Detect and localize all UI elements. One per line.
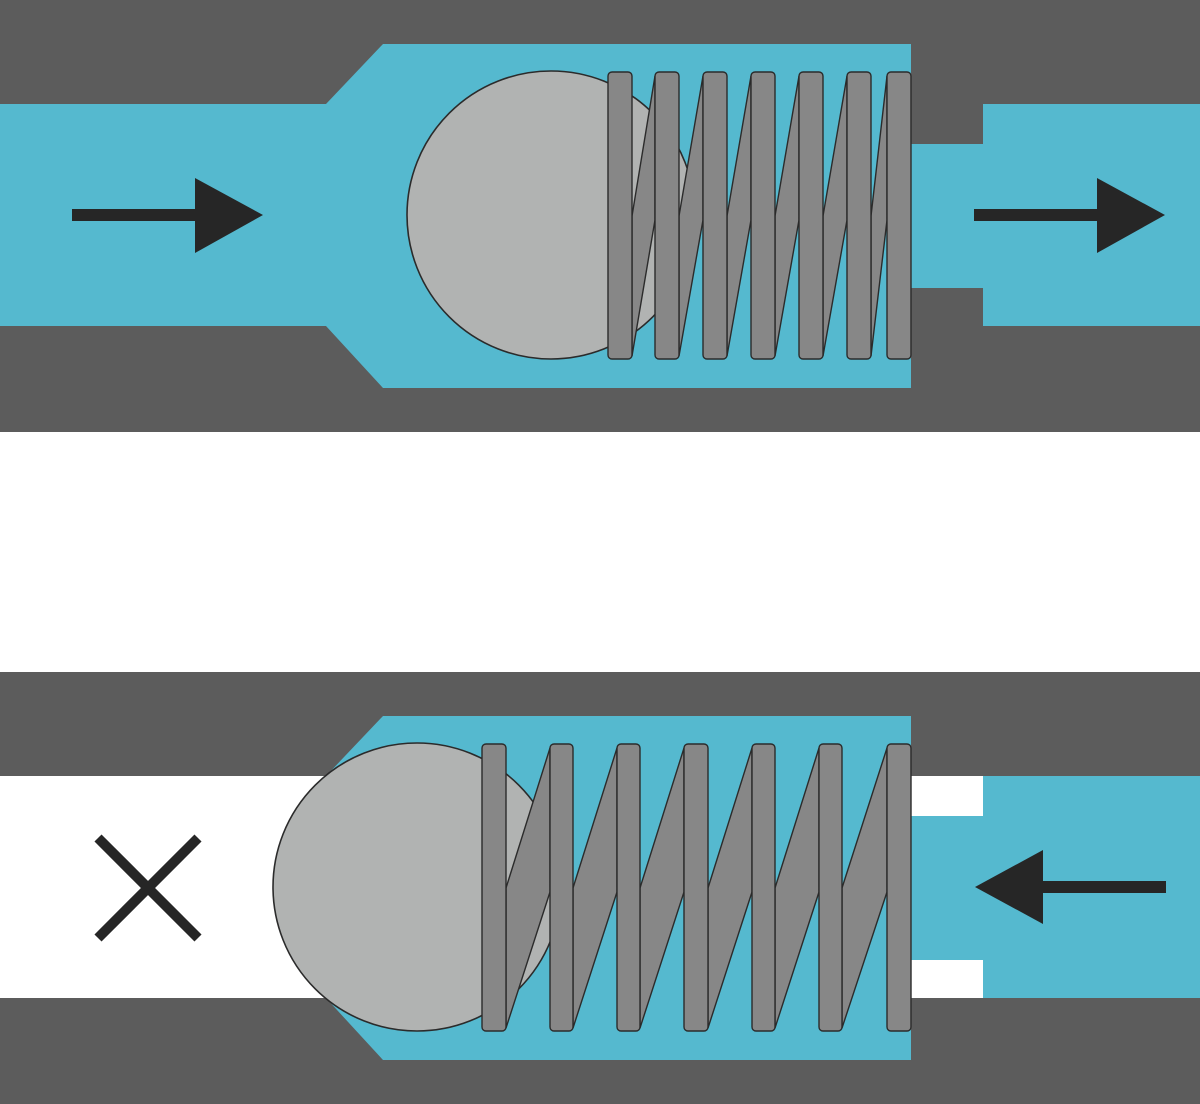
spring-coil: [751, 743, 776, 1032]
valve-open-panel: [0, 0, 1200, 432]
flow-arrow-right-icon: [974, 178, 1165, 253]
valve-closed-panel: [0, 672, 1200, 1104]
spring-coil: [846, 71, 872, 360]
spring-coil: [886, 743, 912, 1032]
cross-icon: [94, 834, 202, 942]
spring-coil: [549, 743, 574, 1032]
spring-coil: [616, 743, 641, 1032]
flow-arrow-right-icon: [72, 178, 263, 253]
spring-coil: [818, 743, 843, 1032]
spring-coil: [750, 71, 776, 360]
spring: [607, 71, 912, 360]
spring-coil: [886, 71, 912, 360]
spring-coil: [654, 71, 680, 360]
flow-arrow-left-icon: [975, 850, 1166, 924]
spring-coil: [683, 743, 709, 1032]
spring-coil: [607, 71, 633, 360]
spring-coil: [702, 71, 728, 360]
spring-coil: [798, 71, 824, 360]
spring: [481, 743, 912, 1032]
spring-coil: [481, 743, 507, 1032]
